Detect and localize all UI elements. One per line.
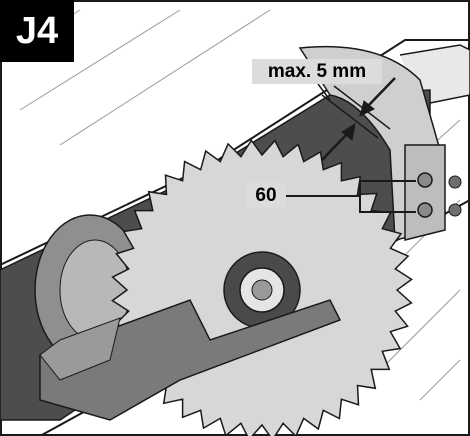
arrow-icon xyxy=(341,122,356,141)
table-opening-edge xyxy=(0,39,470,266)
screw-icon xyxy=(417,172,462,218)
screw-label: 60 xyxy=(246,183,286,208)
screw-callout-leader xyxy=(286,180,416,213)
figure-badge: J4 xyxy=(0,0,74,62)
arrow-icon xyxy=(359,100,375,117)
clearance-label: max. 5 mm xyxy=(252,59,382,84)
clearance-indicator xyxy=(317,77,396,161)
riving-knife-mount xyxy=(404,144,446,241)
